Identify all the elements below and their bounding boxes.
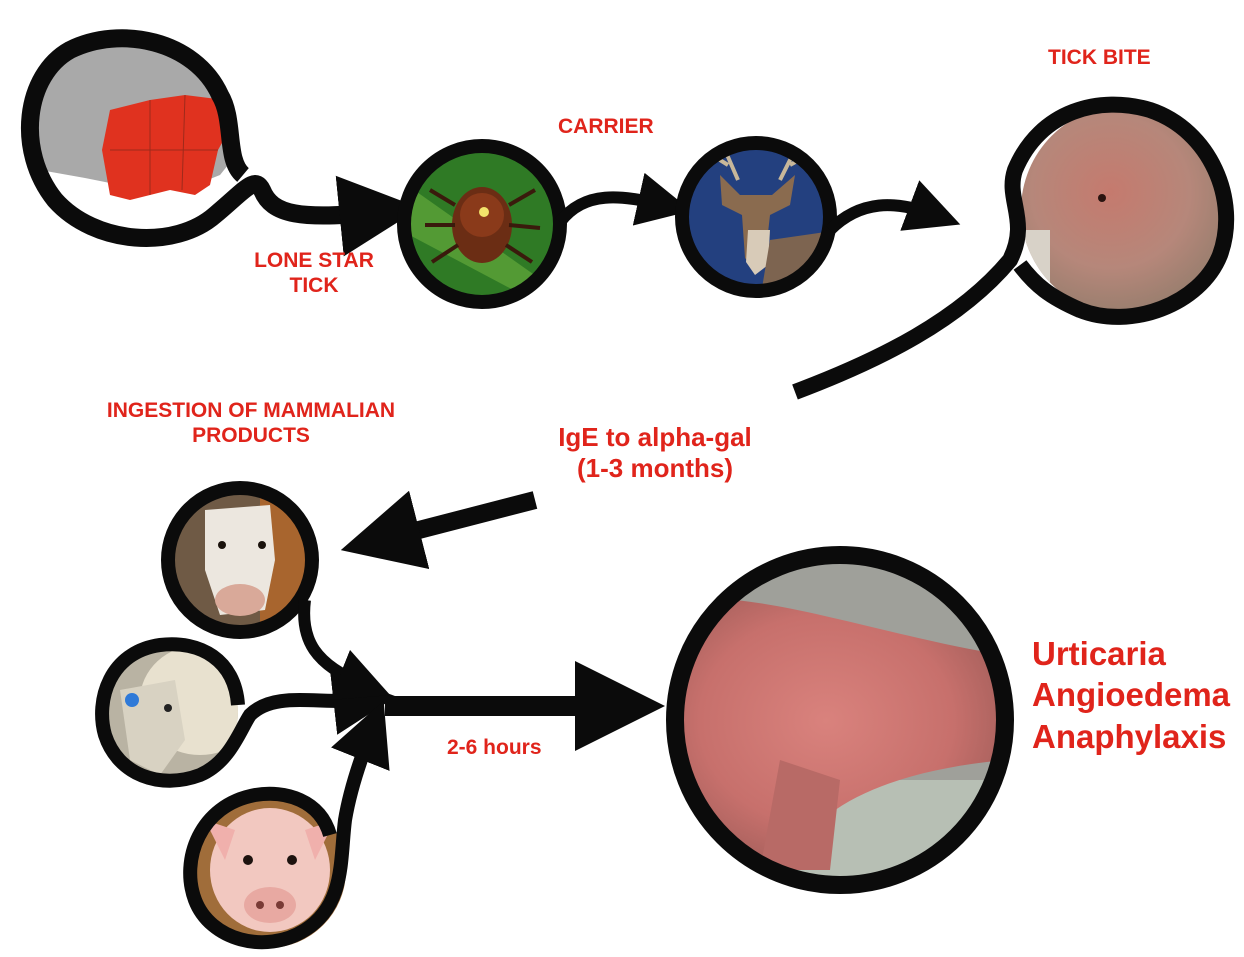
- arrow-tick-to-deer: [560, 197, 665, 222]
- tick-bite-label: TICK BITE: [1048, 45, 1151, 70]
- time-reaction-label: 2-6 hours: [447, 735, 542, 760]
- lone-star-tick-line2: TICK: [244, 273, 384, 298]
- ige-line2: (1-3 months): [540, 453, 770, 484]
- carrier-label: CARRIER: [558, 114, 654, 139]
- lone-star-tick-line1: LONE STAR: [244, 248, 384, 273]
- ingestion-line1: INGESTION OF MAMMALIAN: [86, 398, 416, 423]
- symptom-angioedema: Angioedema: [1032, 674, 1230, 715]
- symptom-anaphylaxis: Anaphylaxis: [1032, 716, 1230, 757]
- ige-line1: IgE to alpha-gal: [540, 422, 770, 453]
- arrow-ige-to-cow: [380, 500, 535, 540]
- symptoms-list: Urticaria Angioedema Anaphylaxis: [1032, 633, 1230, 757]
- arrow-cow-to-reaction: [304, 600, 365, 685]
- lone-star-tick-label: LONE STAR TICK: [244, 248, 384, 298]
- ingestion-label: INGESTION OF MAMMALIAN PRODUCTS: [86, 398, 416, 448]
- ingestion-line2: PRODUCTS: [86, 423, 416, 448]
- ige-label: IgE to alpha-gal (1-3 months): [540, 422, 770, 484]
- symptom-urticaria: Urticaria: [1032, 633, 1230, 674]
- arrow-deer-to-bite: [830, 205, 935, 230]
